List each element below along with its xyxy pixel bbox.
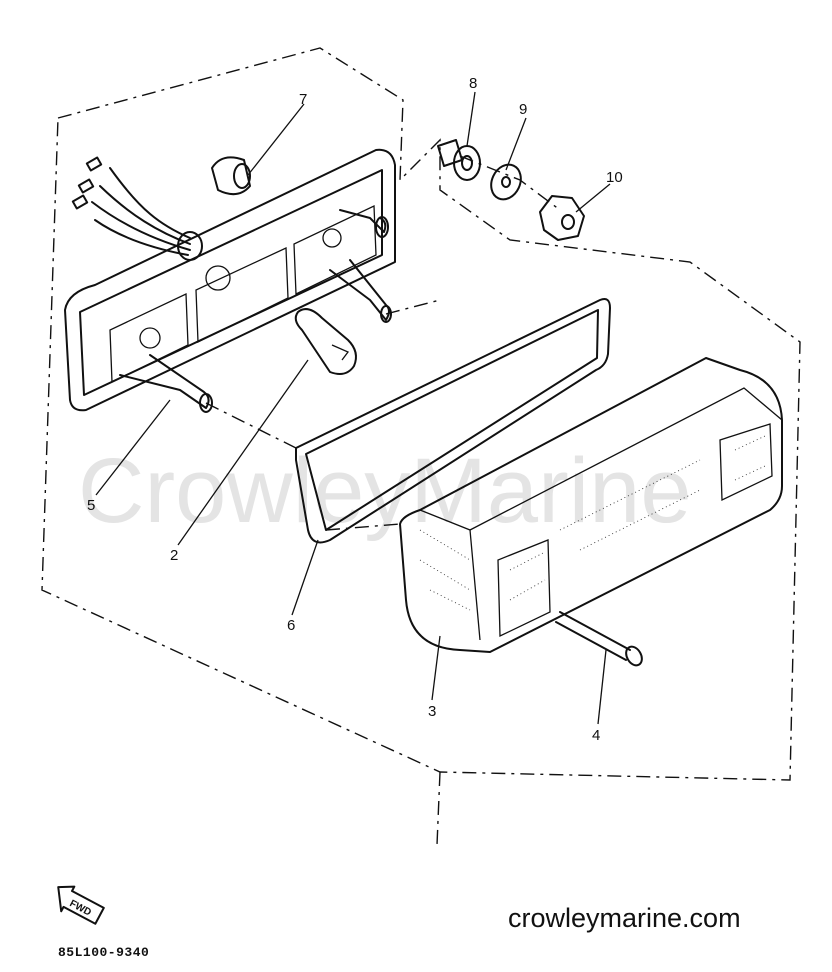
fwd-arrow-icon: FWD: [57, 885, 105, 925]
lamp-housing: [64, 148, 396, 413]
boundary-lead: [436, 771, 441, 846]
centerline-2: [325, 523, 401, 531]
grommet: [211, 156, 251, 196]
assembly-boundary: [41, 47, 801, 781]
lens: [399, 357, 783, 653]
callout-2: 2: [170, 547, 178, 564]
callout-3: 3: [428, 703, 436, 720]
nut: [539, 195, 585, 241]
wire-harness: [71, 156, 203, 261]
bulb: [294, 308, 357, 375]
centerline-1: [205, 155, 561, 449]
callout-5: 5: [87, 497, 95, 514]
washer: [490, 163, 522, 201]
callout-9: 9: [519, 101, 527, 118]
part-number: 85L100-9340: [58, 945, 150, 960]
leader-lines: [95, 91, 611, 725]
watermark-text: CrowleyMarine: [78, 440, 692, 542]
callout-6: 6: [287, 617, 295, 634]
website-text: crowleymarine.com: [508, 903, 741, 933]
collar-bolt: [437, 139, 481, 181]
callout-7: 7: [299, 91, 307, 108]
callout-8: 8: [469, 75, 477, 92]
gasket: [295, 298, 611, 544]
callout-4: 4: [592, 727, 600, 744]
callout-10: 10: [606, 169, 623, 186]
screw: [555, 611, 643, 667]
